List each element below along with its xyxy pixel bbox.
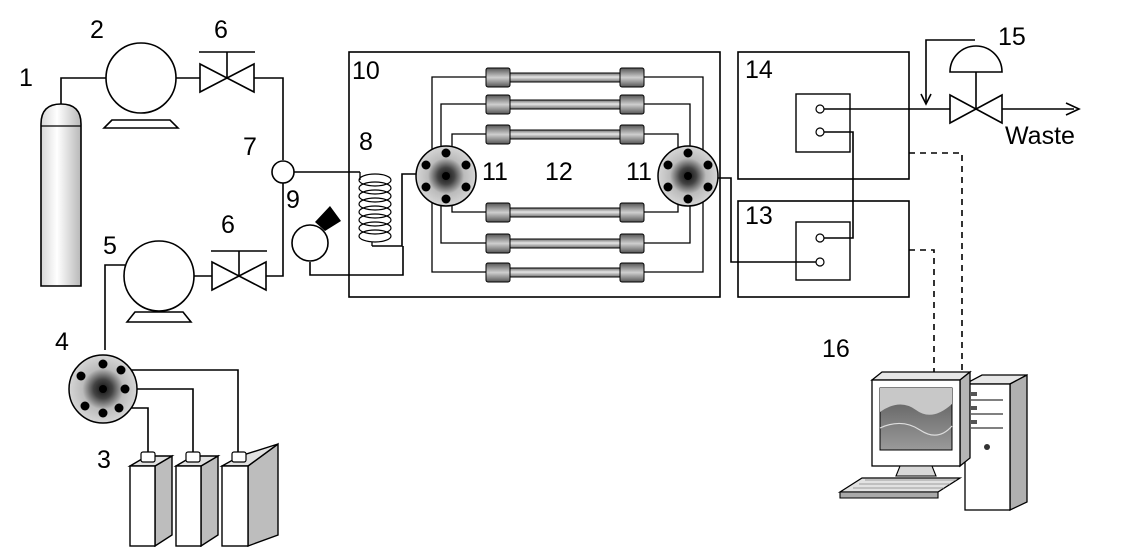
label-waste: Waste — [1005, 122, 1075, 150]
switching-valve-right — [657, 145, 719, 207]
column-6 — [485, 262, 645, 283]
pump-co2 — [102, 42, 180, 129]
label-switching-valve-left: 11 — [482, 158, 508, 186]
column-1 — [485, 67, 645, 88]
shutoff-valve-lower — [211, 250, 267, 292]
solvent-selector-valve — [68, 354, 138, 424]
label-pump-modifier: 5 — [103, 232, 117, 260]
back-pressure-regulator — [949, 45, 1003, 125]
preheating-coil — [358, 172, 392, 246]
label-cylinder: 1 — [19, 64, 33, 92]
label-detector-14: 14 — [745, 56, 773, 84]
label-switching-valve-right: 11 — [626, 158, 652, 186]
label-selector-valve: 4 — [55, 328, 69, 356]
column-5 — [485, 233, 645, 254]
signal-cables — [909, 152, 963, 375]
label-columns: 12 — [545, 158, 573, 186]
solvent-bottle-3 — [219, 442, 279, 548]
label-shutoff-valve-upper: 6 — [214, 16, 228, 44]
label-coil: 8 — [359, 128, 373, 156]
label-shutoff-valve-lower: 6 — [221, 211, 235, 239]
label-injector: 9 — [286, 186, 300, 214]
columns — [485, 67, 645, 283]
pump-modifier — [123, 240, 195, 323]
injector — [291, 206, 341, 262]
detector-13 — [737, 200, 910, 298]
shutoff-valve-upper — [199, 51, 255, 94]
column-oven-box — [348, 51, 721, 298]
column-4 — [485, 202, 645, 223]
label-back-pressure-regulator: 15 — [998, 23, 1026, 51]
column-2 — [485, 94, 645, 115]
label-tee: 7 — [243, 133, 257, 161]
label-detector-13: 13 — [745, 202, 773, 230]
label-solvent-bottles: 3 — [97, 446, 111, 474]
co2-cylinder — [40, 103, 82, 287]
solvent-bottle-1 — [127, 451, 175, 548]
solvent-bottle-2 — [173, 451, 221, 548]
detector-14 — [737, 51, 910, 180]
tee-junction — [271, 160, 295, 184]
label-column-oven: 10 — [352, 57, 380, 85]
switching-valve-left — [415, 145, 477, 207]
computer — [837, 370, 1028, 512]
label-computer: 16 — [822, 335, 850, 363]
label-pump-co2: 2 — [90, 16, 104, 44]
column-3 — [485, 124, 645, 145]
